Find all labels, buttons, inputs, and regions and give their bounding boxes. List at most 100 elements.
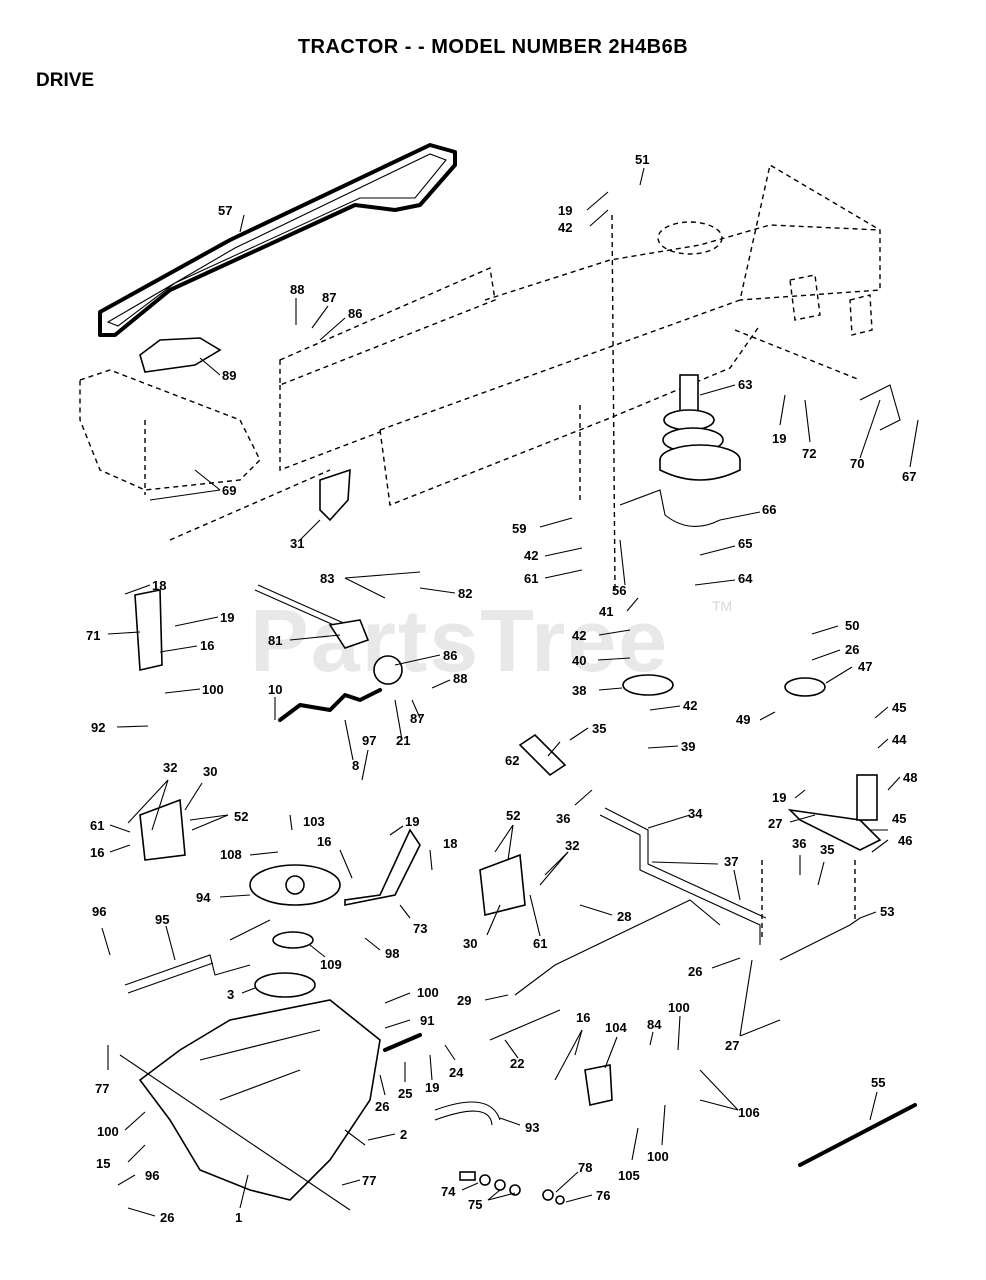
wire-66 [619, 489, 721, 527]
callout-label: 32 [163, 760, 177, 775]
bracket-30 [139, 798, 186, 861]
callout-label: 27 [768, 816, 782, 831]
callout-label: 61 [524, 571, 538, 586]
callout-label: 41 [599, 604, 613, 619]
callout-label: 10 [268, 682, 282, 697]
bracket-part [319, 468, 351, 522]
idler-pulley-47 [784, 677, 826, 697]
callout-label: 51 [635, 152, 649, 167]
cross-shaft [599, 814, 761, 945]
callout-label: 88 [290, 282, 304, 297]
callout-label: 44 [892, 732, 907, 747]
callout-label: 103 [303, 814, 325, 829]
callout-label: 75 [468, 1197, 482, 1212]
callout-label: 104 [605, 1020, 627, 1035]
bracket-71 [134, 589, 163, 671]
hose-93 [434, 1101, 501, 1121]
callout-label: 19 [405, 814, 419, 829]
callout-label: 15 [96, 1156, 110, 1171]
callout-label: 26 [688, 964, 702, 979]
callout-label: 30 [463, 936, 477, 951]
callout-label: 19 [425, 1080, 439, 1095]
callout-label: 16 [200, 638, 214, 653]
idler-pulley-38 [622, 674, 674, 696]
callout-label: 55 [871, 1075, 885, 1090]
rod-53 [779, 917, 861, 961]
callout-label: 38 [572, 683, 586, 698]
callout-label: 70 [850, 456, 864, 471]
belt-guide-part [139, 337, 222, 373]
callout-label: 86 [443, 648, 457, 663]
callout-label: 61 [533, 936, 547, 951]
callout-label: 66 [762, 502, 776, 517]
callout-label: 42 [558, 220, 572, 235]
callout-label: 18 [152, 578, 166, 593]
drive-belt [98, 143, 457, 337]
callout-labels: 57 88 87 86 89 69 31 19 42 51 63 19 72 7… [86, 152, 917, 1225]
parts-artwork [79, 143, 917, 1211]
callout-label: 106 [738, 1105, 760, 1120]
page-title: TRACTOR - - MODEL NUMBER 2H4B6B [297, 36, 689, 58]
tractor-frame [279, 266, 496, 387]
callout-label: 81 [268, 633, 282, 648]
callout-label: 109 [320, 957, 342, 972]
callout-label: 16 [317, 834, 331, 849]
callout-label: 19 [220, 610, 234, 625]
callout-label: 100 [202, 682, 224, 697]
callout-label: 48 [903, 770, 917, 785]
callout-label: 35 [592, 721, 606, 736]
callout-label: 82 [458, 586, 472, 601]
callout-label: 73 [413, 921, 427, 936]
callout-label: 100 [417, 985, 439, 1000]
callout-label: 62 [505, 753, 519, 768]
callout-label: 89 [222, 368, 236, 383]
callout-label: 42 [683, 698, 697, 713]
callout-label: 61 [90, 818, 104, 833]
callout-label: 67 [902, 469, 916, 484]
callout-label: 77 [362, 1173, 376, 1188]
callout-label: 46 [898, 833, 912, 848]
callout-label: 53 [880, 904, 894, 919]
callout-label: 108 [220, 847, 242, 862]
callout-label: 94 [196, 890, 211, 905]
spring-2 [344, 1129, 366, 1146]
callout-label: 93 [525, 1120, 539, 1135]
callout-label: 16 [576, 1010, 590, 1025]
rod-95 [124, 954, 251, 986]
callout-label: 25 [398, 1086, 412, 1101]
callout-label: 78 [578, 1160, 592, 1175]
callout-label: 35 [820, 842, 834, 857]
callout-label: 96 [92, 904, 106, 919]
callout-label: 56 [612, 583, 626, 598]
callout-label: 34 [688, 806, 703, 821]
callout-label: 32 [565, 838, 579, 853]
callout-label: 47 [858, 659, 872, 674]
leader-lines [101, 167, 919, 1217]
transaxle [138, 999, 381, 1201]
callout-label: 27 [725, 1038, 739, 1053]
callout-label: 64 [738, 571, 753, 586]
callout-label: 36 [556, 811, 570, 826]
callout-label: 8 [352, 758, 359, 773]
callout-label: 52 [506, 808, 520, 823]
callout-label: 2 [400, 1127, 407, 1142]
callout-label: 24 [449, 1065, 464, 1080]
callout-label: 74 [441, 1184, 456, 1199]
callout-label: 57 [218, 203, 232, 218]
callout-label: 84 [647, 1017, 662, 1032]
callout-label: 52 [234, 809, 248, 824]
callout-label: 59 [512, 521, 526, 536]
callout-label: 31 [290, 536, 304, 551]
drive-pulley-3 [254, 972, 316, 998]
callout-label: 19 [772, 790, 786, 805]
callout-label: 26 [160, 1210, 174, 1225]
grip-62 [518, 733, 567, 777]
callout-label: 1 [235, 1210, 242, 1225]
shift-lever [278, 688, 382, 722]
callout-label: 26 [845, 642, 859, 657]
callout-label: 97 [362, 733, 376, 748]
callout-label: 19 [772, 431, 786, 446]
bracket-73 [344, 828, 421, 906]
watermark-logo: PartsTree [250, 591, 670, 690]
